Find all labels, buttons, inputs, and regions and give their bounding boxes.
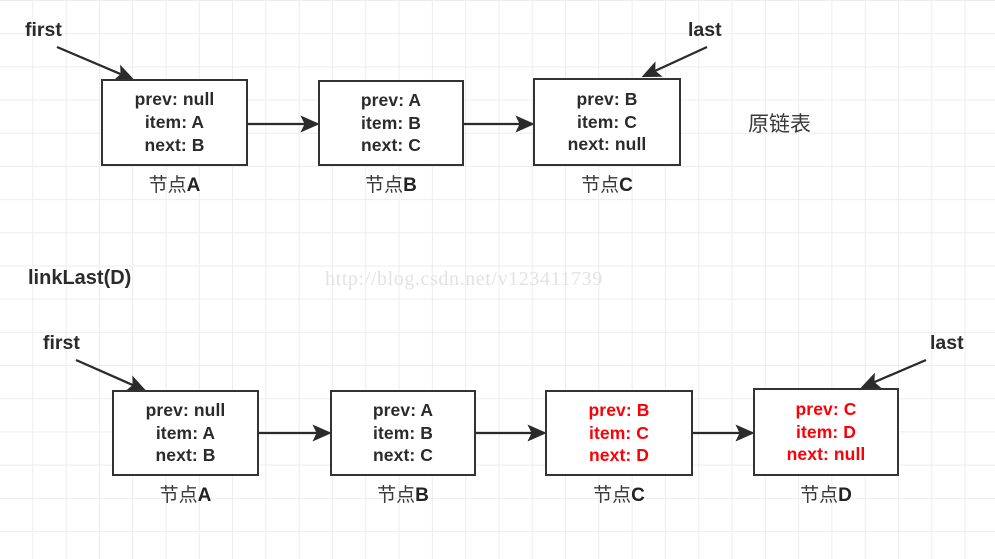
caption-prefix: 节点 [159, 484, 198, 506]
node-b-bottom: prev: A item: B next: C [330, 390, 476, 476]
node-c-bottom: prev: B item: C next: D [545, 390, 693, 476]
caption-suffix: A [186, 175, 201, 196]
node-b-top: prev: A item: B next: C [318, 80, 464, 166]
node-field-next: next: null [567, 134, 647, 155]
operation-label: linkLast(D) [28, 267, 132, 289]
caption-prefix: 节点 [581, 174, 620, 196]
node-caption-d-bottom: 节点D [753, 480, 899, 507]
arrow-first-top [56, 45, 135, 81]
pointer-label-first-top: first [25, 19, 62, 41]
node-field-item: item: B [360, 112, 421, 133]
node-field-item: item: B [372, 422, 433, 443]
node-caption-b-top: 节点B [318, 170, 464, 197]
node-field-next: next: D [588, 445, 649, 466]
node-field-next: next: C [372, 445, 433, 466]
caption-suffix: C [631, 485, 645, 506]
caption-prefix: 节点 [365, 174, 404, 196]
pointer-label-last-bottom: last [930, 332, 964, 354]
node-field-item: item: A [144, 112, 205, 133]
node-field-item: item: C [576, 111, 637, 132]
node-a-bottom: prev: null item: A next: B [112, 390, 259, 476]
pointer-label-last-top: last [688, 19, 722, 41]
node-field-next: next: C [360, 135, 421, 156]
arrow-last-top [641, 45, 708, 78]
caption-suffix: D [838, 485, 852, 506]
caption-suffix: A [197, 485, 212, 506]
caption-suffix: C [619, 175, 633, 196]
node-caption-a-bottom: 节点A [112, 480, 259, 507]
node-caption-b-bottom: 节点B [330, 480, 476, 507]
caption-prefix: 节点 [148, 174, 187, 196]
node-field-prev: prev: null [145, 399, 226, 420]
node-field-prev: prev: A [372, 399, 434, 420]
node-field-prev: prev: null [134, 89, 215, 110]
caption-suffix: B [403, 175, 417, 196]
caption-prefix: 节点 [800, 484, 839, 506]
arrow-first-bottom [75, 358, 147, 392]
node-c-top: prev: B item: C next: null [533, 78, 681, 166]
node-field-next: next: B [144, 134, 205, 155]
original-list-label: 原链表 [748, 112, 811, 136]
node-field-item: item: D [795, 421, 856, 442]
node-field-item: item: C [588, 422, 649, 443]
caption-suffix: B [415, 485, 429, 506]
node-field-prev: prev: B [588, 399, 650, 420]
node-a-top: prev: null item: A next: B [101, 79, 248, 166]
node-field-item: item: A [155, 422, 216, 443]
node-field-next: next: null [786, 444, 866, 465]
arrow-last-bottom [860, 358, 927, 389]
pointer-label-first-bottom: first [43, 332, 80, 354]
node-field-prev: prev: C [795, 398, 857, 419]
node-field-prev: prev: A [360, 89, 422, 110]
node-field-prev: prev: B [576, 88, 638, 109]
node-field-next: next: B [155, 445, 216, 466]
node-d-bottom: prev: C item: D next: null [753, 388, 899, 476]
node-caption-c-top: 节点C [533, 170, 681, 197]
caption-prefix: 节点 [593, 484, 632, 506]
node-caption-c-bottom: 节点C [545, 480, 693, 507]
node-caption-a-top: 节点A [101, 170, 248, 197]
watermark-text: http://blog.csdn.net/v123411739 [325, 268, 603, 290]
caption-prefix: 节点 [377, 484, 416, 506]
